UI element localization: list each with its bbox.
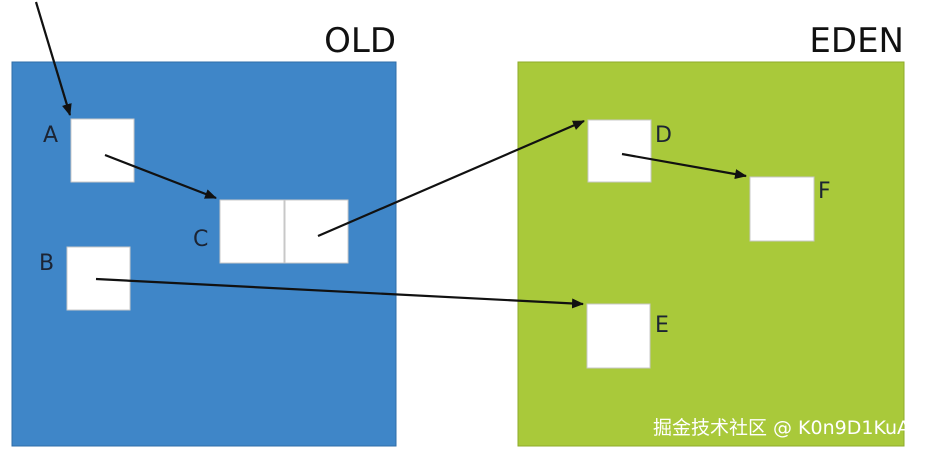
arrow-d-to-f [621, 152, 747, 180]
object-c-label: C [193, 227, 208, 252]
arrow-a-to-c [104, 153, 217, 200]
object-e [586, 303, 651, 369]
watermark-text: 掘金技术社区 @ K0n9D1KuA [653, 417, 910, 439]
object-d-label: D [655, 123, 672, 148]
object-c-right-cell [284, 199, 349, 264]
object-f-label: F [818, 179, 831, 204]
arrow-root-to-a [34, 1, 72, 116]
arrow-c-to-d [317, 119, 585, 238]
object-c-left-cell [219, 199, 285, 264]
object-a [70, 118, 135, 183]
object-e-label: E [655, 313, 669, 338]
old-region-title: OLD [324, 21, 396, 61]
object-b-label: B [39, 251, 54, 276]
object-d [587, 119, 652, 183]
arrow-b-to-e [95, 277, 584, 309]
eden-region [517, 61, 905, 447]
object-f [749, 176, 815, 242]
object-a-label: A [43, 123, 58, 148]
eden-region-title: EDEN [809, 21, 904, 61]
